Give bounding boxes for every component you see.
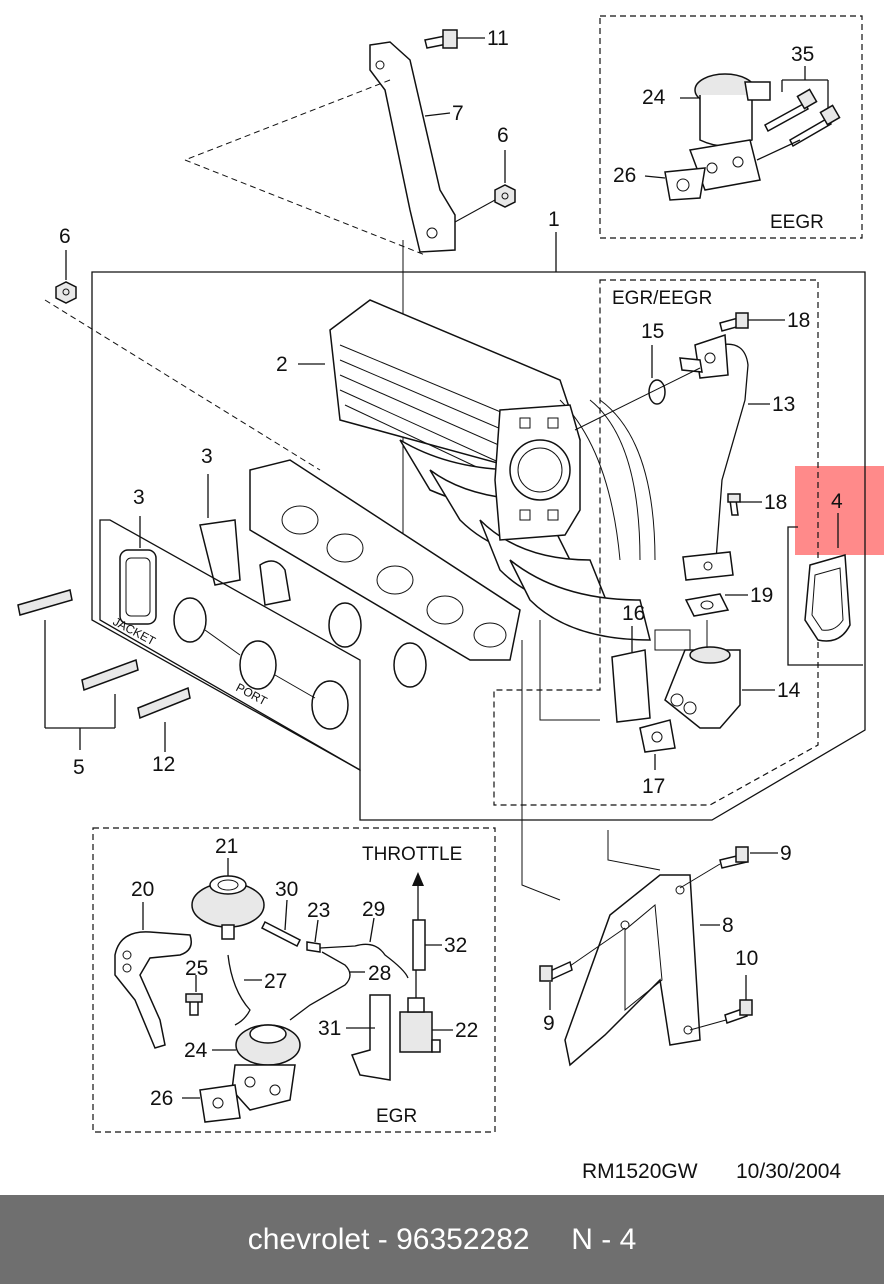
stud-12 xyxy=(137,686,191,720)
stud-5b xyxy=(81,658,139,692)
callout-24-egr: 24 xyxy=(184,1039,208,1062)
callout-6-left: 6 xyxy=(59,225,71,248)
bracket-8 xyxy=(564,874,701,1067)
bolt-9-upper xyxy=(719,846,749,869)
bolt-11 xyxy=(424,29,458,49)
gasket-port xyxy=(173,597,427,730)
callout-7: 7 xyxy=(452,102,464,125)
footer-bar: chevrolet - 96352282 N - 4 xyxy=(0,1195,884,1284)
label-egr: EGR xyxy=(376,1106,417,1127)
callout-10: 10 xyxy=(735,947,758,970)
gasket-15 xyxy=(648,379,666,405)
callout-25: 25 xyxy=(185,957,208,980)
callout-13: 13 xyxy=(772,393,795,416)
callout-26-egr: 26 xyxy=(150,1087,173,1110)
eegr-bolts xyxy=(764,88,841,148)
adapter-14 xyxy=(664,646,741,729)
callout-11: 11 xyxy=(487,27,509,50)
bolt-18-upper xyxy=(719,312,749,332)
callout-35: 35 xyxy=(791,43,814,66)
bracket-20 xyxy=(114,931,192,1049)
callout-28: 28 xyxy=(368,962,391,985)
callout-19: 19 xyxy=(750,584,773,607)
egr-eegr-box xyxy=(493,279,819,806)
callout-24-eegr: 24 xyxy=(642,86,666,109)
nut-6-top xyxy=(494,184,516,208)
callout-20: 20 xyxy=(131,878,154,901)
callout-1: 1 xyxy=(548,208,560,231)
callout-27: 27 xyxy=(264,970,287,993)
egr-valve-24 xyxy=(231,1024,301,1111)
callout-15: 15 xyxy=(641,320,664,343)
callout-9-right: 9 xyxy=(780,842,792,865)
callout-9-lower: 9 xyxy=(543,1012,555,1035)
callout-3-left: 3 xyxy=(133,486,145,509)
gasket-26-egr xyxy=(199,1084,241,1123)
callout-4: 4 xyxy=(831,490,843,513)
eegr-valve xyxy=(688,73,771,191)
callout-5: 5 xyxy=(73,756,85,779)
lower-manifold xyxy=(249,459,521,661)
callout-18-upper: 18 xyxy=(787,309,810,332)
callout-2: 2 xyxy=(276,353,288,376)
main-assembly-outline xyxy=(91,271,866,821)
gasket-3-upper xyxy=(199,519,291,606)
bracket-7 xyxy=(369,41,456,253)
bracket-31 xyxy=(350,994,391,1081)
callout-32: 32 xyxy=(444,934,467,957)
solenoid-22 xyxy=(399,970,441,1053)
callout-23: 23 xyxy=(307,899,330,922)
callout-6-right: 6 xyxy=(497,124,509,147)
bolt-18-lower xyxy=(727,493,741,516)
callout-31: 31 xyxy=(318,1017,341,1040)
stud-5a xyxy=(17,589,73,616)
hose-28 xyxy=(289,951,351,1021)
connector-23 xyxy=(306,941,321,953)
reference-date: 10/30/2004 xyxy=(736,1160,841,1183)
callout-18-lower: 18 xyxy=(764,491,787,514)
gasket-19 xyxy=(684,593,730,617)
callout-22: 22 xyxy=(455,1019,478,1042)
gasket-jacket xyxy=(119,549,157,625)
vacuum-actuator-21 xyxy=(191,875,265,940)
pipe-32 xyxy=(412,919,426,971)
bolt-9-lower xyxy=(539,960,573,982)
nut-6-left xyxy=(55,281,77,304)
bolt-10 xyxy=(724,999,753,1024)
callout-12: 12 xyxy=(152,753,175,776)
hose-30 xyxy=(260,920,302,948)
bolt-25 xyxy=(185,993,203,1016)
callout-21: 21 xyxy=(215,835,238,858)
highlight-part-4 xyxy=(795,466,884,555)
hose-27 xyxy=(227,954,251,1026)
label-egr-eegr: EGR/EEGR xyxy=(612,288,712,309)
callout-29: 29 xyxy=(362,898,385,921)
throttle-body-flange xyxy=(494,404,581,541)
callout-3-upper: 3 xyxy=(201,445,213,468)
callout-26-eegr: 26 xyxy=(613,164,636,187)
gasket-panel-outline xyxy=(99,519,361,772)
eegr-gasket xyxy=(664,167,706,201)
egr-box xyxy=(92,827,496,1133)
eegr-box xyxy=(599,15,863,239)
callout-17: 17 xyxy=(642,775,665,798)
throttle-arrow xyxy=(412,872,424,925)
gasket-4 xyxy=(804,554,851,642)
egr-pipe-13 xyxy=(679,333,749,581)
gasket-16 xyxy=(611,629,691,723)
callout-16: 16 xyxy=(622,602,645,625)
label-throttle: THROTTLE xyxy=(362,844,462,865)
hose-29 xyxy=(319,943,409,979)
callout-14: 14 xyxy=(777,679,801,702)
callout-30: 30 xyxy=(275,878,298,901)
footer-text: chevrolet - 96352282 N - 4 xyxy=(247,1222,637,1256)
reference-code: RM1520GW xyxy=(582,1160,698,1183)
label-eegr: EEGR xyxy=(770,212,824,233)
gasket-17 xyxy=(639,719,676,753)
callout-8: 8 xyxy=(722,914,734,937)
parts-diagram: EEGR 35 24 26 11 7 6 xyxy=(17,15,884,1183)
